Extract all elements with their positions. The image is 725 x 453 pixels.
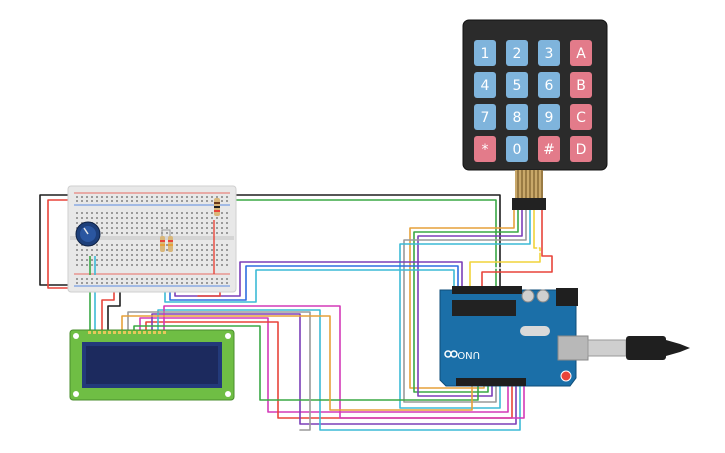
usb-cable bbox=[587, 336, 690, 360]
keypad-keys: 1 2 3 A 4 5 6 B 7 8 9 C * 0 # D bbox=[474, 40, 592, 162]
keypad-key-label: 1 bbox=[481, 46, 490, 62]
arduino-header-top bbox=[452, 286, 522, 294]
arduino-chip bbox=[452, 300, 516, 316]
keypad-key-B[interactable]: B bbox=[570, 72, 592, 98]
resistor[interactable] bbox=[160, 236, 165, 252]
wire-keypad bbox=[475, 209, 549, 293]
keypad-key-9[interactable]: 9 bbox=[538, 104, 560, 130]
lcd-screen bbox=[86, 346, 218, 384]
wire-lcd bbox=[127, 311, 311, 431]
wire-keypad bbox=[469, 209, 541, 293]
keypad-key-0[interactable]: 0 bbox=[506, 136, 528, 162]
wire-keypad bbox=[409, 209, 515, 389]
keypad-key-1[interactable]: 1 bbox=[474, 40, 496, 66]
keypad-key-label: 3 bbox=[545, 46, 554, 62]
keypad-key-*[interactable]: * bbox=[474, 136, 496, 162]
keypad-key-label: 8 bbox=[513, 110, 522, 126]
keypad-key-label: 7 bbox=[481, 110, 490, 126]
wire-blue2 bbox=[164, 269, 455, 303]
keypad-key-label: 9 bbox=[545, 110, 554, 126]
wire-lcd bbox=[139, 317, 509, 413]
resistor[interactable] bbox=[214, 198, 220, 216]
wire-keypad bbox=[399, 209, 531, 409]
wire-green bbox=[234, 199, 497, 289]
keypad-key-#[interactable]: # bbox=[538, 136, 560, 162]
wire-lcd bbox=[145, 321, 513, 419]
crystal bbox=[520, 326, 550, 336]
lcd-mount-hole bbox=[225, 333, 231, 339]
keypad-key-label: C bbox=[576, 110, 586, 126]
wire-lcd bbox=[151, 313, 517, 425]
wire-keypad bbox=[481, 209, 553, 293]
keypad[interactable]: 1 2 3 A 4 5 6 B 7 8 9 C * 0 # D bbox=[462, 19, 608, 210]
capacitor bbox=[521, 289, 535, 303]
arduino-logo-text: UNO bbox=[457, 349, 480, 360]
wire-keypad bbox=[413, 209, 519, 393]
lcd-mount-hole bbox=[73, 391, 79, 397]
potentiometer[interactable] bbox=[75, 221, 101, 247]
power-jack bbox=[556, 288, 578, 306]
keypad-key-C[interactable]: C bbox=[570, 104, 592, 130]
keypad-key-label: D bbox=[576, 142, 587, 158]
breadboard-center-gap bbox=[70, 236, 234, 240]
usb-jack bbox=[557, 335, 589, 361]
wire-blue bbox=[169, 265, 459, 301]
lcd-mount-hole bbox=[225, 391, 231, 397]
keypad-key-label: 4 bbox=[481, 78, 490, 94]
keypad-key-label: 6 bbox=[545, 78, 554, 94]
resistor[interactable] bbox=[168, 236, 173, 252]
keypad-key-7[interactable]: 7 bbox=[474, 104, 496, 130]
capacitor bbox=[536, 289, 550, 303]
keypad-key-4[interactable]: 4 bbox=[474, 72, 496, 98]
wire-black bbox=[107, 284, 121, 333]
keypad-key-3[interactable]: 3 bbox=[538, 40, 560, 66]
wire-black bbox=[39, 194, 79, 286]
wire-lcd bbox=[157, 309, 521, 431]
keypad-key-8[interactable]: 8 bbox=[506, 104, 528, 130]
wire-keypad bbox=[403, 209, 527, 403]
wire-red bbox=[47, 199, 81, 289]
keypad-ribbon bbox=[515, 170, 543, 198]
lcd-mount-hole bbox=[73, 333, 79, 339]
wire-lcd bbox=[121, 315, 473, 411]
reset-button[interactable] bbox=[560, 370, 572, 382]
keypad-key-A[interactable]: A bbox=[570, 40, 592, 66]
keypad-ribbon-lines bbox=[517, 170, 543, 198]
keypad-key-6[interactable]: 6 bbox=[538, 72, 560, 98]
wires bbox=[39, 189, 553, 431]
wire-lcd bbox=[163, 305, 525, 419]
keypad-header bbox=[512, 198, 546, 210]
infinity-logo-icon bbox=[444, 350, 458, 358]
keypad-key-D[interactable]: D bbox=[570, 136, 592, 162]
keypad-key-label: 5 bbox=[513, 78, 522, 94]
keypad-key-label: * bbox=[482, 142, 489, 158]
wire-purple bbox=[174, 261, 463, 297]
lcd-pins bbox=[88, 331, 166, 334]
keypad-key-label: 2 bbox=[513, 46, 522, 62]
arduino-uno[interactable]: UNO bbox=[439, 286, 690, 387]
arduino-header-bottom bbox=[456, 378, 526, 386]
wire-lcd bbox=[133, 325, 479, 401]
keypad-key-label: 0 bbox=[513, 142, 522, 158]
keypad-key-5[interactable]: 5 bbox=[506, 72, 528, 98]
keypad-key-label: B bbox=[576, 78, 586, 94]
keypad-key-label: # bbox=[543, 142, 555, 158]
keypad-key-2[interactable]: 2 bbox=[506, 40, 528, 66]
keypad-key-label: A bbox=[576, 46, 586, 62]
lcd-module[interactable] bbox=[69, 329, 235, 401]
wire-black bbox=[231, 194, 501, 291]
led-leads bbox=[161, 229, 171, 236]
breadboard[interactable] bbox=[67, 185, 237, 293]
wire-keypad bbox=[417, 209, 523, 397]
